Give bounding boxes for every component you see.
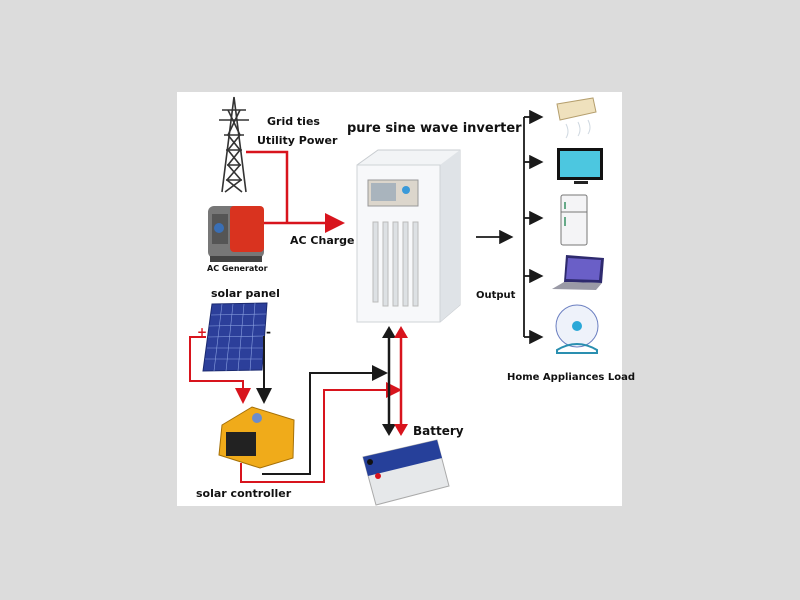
battery-icon: [362, 439, 450, 506]
ac-charge-label: AC Charge: [290, 234, 355, 247]
plus-label: +: [197, 325, 208, 339]
home-load-label: Home Appliances Load: [507, 372, 635, 383]
ac-generator-label: AC Generator: [207, 264, 268, 273]
refrigerator-icon: [560, 194, 588, 246]
output-label: Output: [476, 290, 516, 301]
inverter-icon: [356, 149, 461, 323]
battery-inverter-link: [382, 326, 408, 436]
solar-panel-label: solar panel: [211, 287, 280, 300]
controller-negative-wire: [262, 365, 388, 475]
solar-controller-label: solar controller: [196, 487, 292, 500]
dc-positive-wire: [189, 336, 251, 404]
air-conditioner-icon: [556, 97, 597, 139]
battery-label: Battery: [413, 424, 464, 438]
utility-tower-icon: [219, 96, 249, 193]
solar-controller-icon: [218, 406, 295, 469]
minus-label: -: [266, 325, 271, 339]
solar-panel-icon: [202, 302, 268, 372]
inverter-title: pure sine wave inverter: [347, 121, 522, 136]
utility-power-label: Utility Power: [257, 134, 338, 147]
television-icon: [557, 148, 603, 184]
ac-generator-icon: [208, 206, 264, 262]
output-bus: [476, 109, 544, 345]
ac-charge-line: [246, 150, 345, 233]
controller-positive-wire: [240, 382, 402, 483]
laptop-icon: [552, 255, 604, 290]
grid-ties-label: Grid ties: [267, 115, 320, 128]
fan-icon: [555, 304, 599, 354]
